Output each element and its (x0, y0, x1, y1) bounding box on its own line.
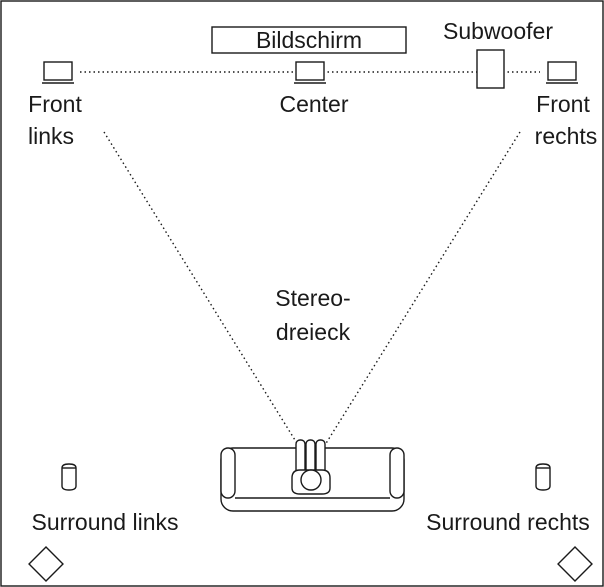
listener-icon (291, 439, 331, 495)
center-label: Center (279, 91, 348, 117)
front-left-label-line2: links (28, 123, 74, 149)
subwoofer-label: Subwoofer (443, 18, 553, 44)
front-left-speaker: Front links (28, 61, 82, 149)
listener-left-leg (295, 439, 306, 475)
sofa-left-armrest (220, 447, 236, 499)
surround-left-speaker-icon (61, 463, 77, 491)
screen-frame (211, 26, 407, 54)
surround-left-floor-speaker-icon (28, 546, 64, 582)
stereo-triangle-label-line2: dreieck (276, 319, 351, 345)
center-speaker: Center (279, 61, 349, 117)
listener-mid-left-leg (305, 439, 316, 475)
surround-left-speaker: Surround links (28, 463, 179, 582)
stereo-triangle-right-leg (319, 131, 521, 454)
center-speaker-icon (295, 61, 325, 81)
front-right-speaker-icon (547, 61, 577, 81)
front-right-label-line2: rechts (535, 123, 598, 149)
surround-right-floor-speaker-icon (557, 546, 593, 582)
listener-mid-right-leg (315, 439, 326, 475)
subwoofer-icon (476, 49, 505, 89)
surround-right-speaker-icon (535, 463, 551, 491)
surround-right-label: Surround rechts (426, 509, 590, 535)
listener-head (300, 469, 322, 491)
screen: Bildschirm (211, 26, 407, 54)
front-left-label-line1: Front (28, 91, 82, 117)
screen-label: Bildschirm (256, 27, 362, 53)
stereo-triangle-left-leg (103, 131, 304, 454)
surround-left-label: Surround links (31, 509, 178, 535)
subwoofer: Subwoofer (443, 18, 553, 89)
surround-right-speaker: Surround rechts (426, 463, 593, 582)
front-left-speaker-icon (43, 61, 73, 81)
sofa-right-armrest (389, 447, 405, 499)
stereo-triangle-label-line1: Stereo- (275, 285, 350, 311)
front-right-label-line1: Front (536, 91, 590, 117)
front-right-speaker: Front rechts (535, 61, 598, 149)
